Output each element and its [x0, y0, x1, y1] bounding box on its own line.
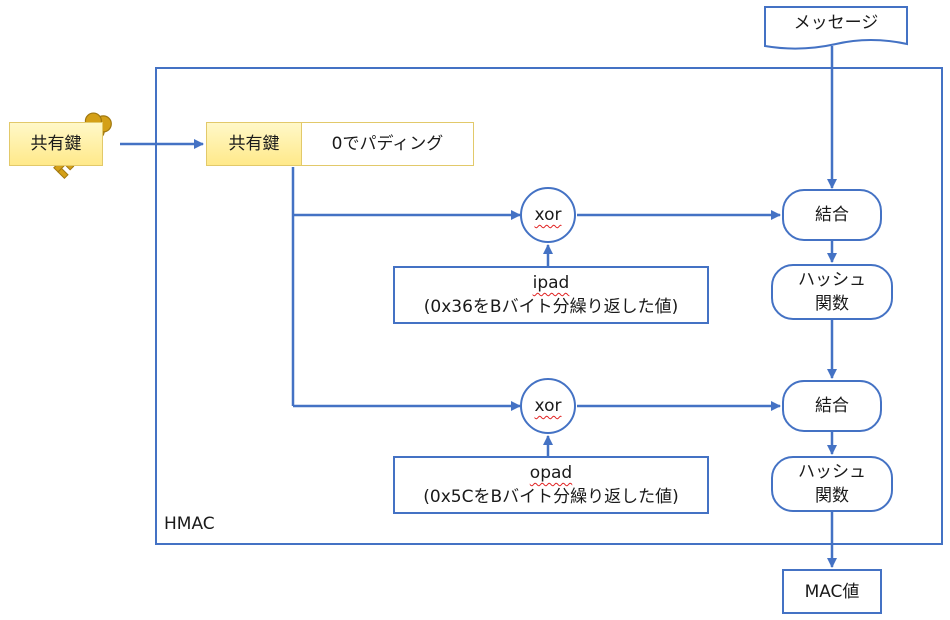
hash-bottom-node: ハッシュ 関数: [771, 456, 893, 512]
hash-top-line2: 関数: [815, 294, 849, 314]
hash-top-node: ハッシュ 関数: [771, 264, 893, 320]
concat-bottom-node: 結合: [782, 380, 882, 432]
inner-key-label: 共有鍵: [206, 122, 302, 166]
hash-top-line1: ハッシュ: [798, 270, 866, 290]
hash-bottom-line1: ハッシュ: [798, 462, 866, 482]
opad-name: opad: [529, 463, 573, 483]
xor-top-label: xor: [534, 205, 562, 225]
xor-bottom-label: xor: [534, 396, 562, 416]
xor-bottom-node: xor: [520, 378, 576, 434]
hash-bottom-line2: 関数: [815, 486, 849, 506]
hmac-label: HMAC: [164, 514, 215, 534]
ipad-name: ipad: [532, 273, 570, 293]
message-document-shape: [764, 6, 908, 50]
ipad-desc: (0x36をBバイト分繰り返した値): [423, 297, 679, 317]
opad-box: opad (0x5CをBバイト分繰り返した値): [393, 456, 709, 514]
shared-key-label: 共有鍵: [9, 122, 103, 166]
connectors: [120, 46, 837, 568]
concat-top-node: 結合: [782, 189, 882, 241]
opad-desc: (0x5CをBバイト分繰り返した値): [423, 487, 679, 507]
padding-label: 0でパディング: [302, 122, 474, 166]
xor-top-node: xor: [520, 187, 576, 243]
mac-value-box: MAC値: [782, 569, 882, 614]
message-label: メッセージ: [793, 13, 879, 33]
ipad-box: ipad (0x36をBバイト分繰り返した値): [393, 266, 709, 324]
hmac-frame: [155, 67, 943, 545]
